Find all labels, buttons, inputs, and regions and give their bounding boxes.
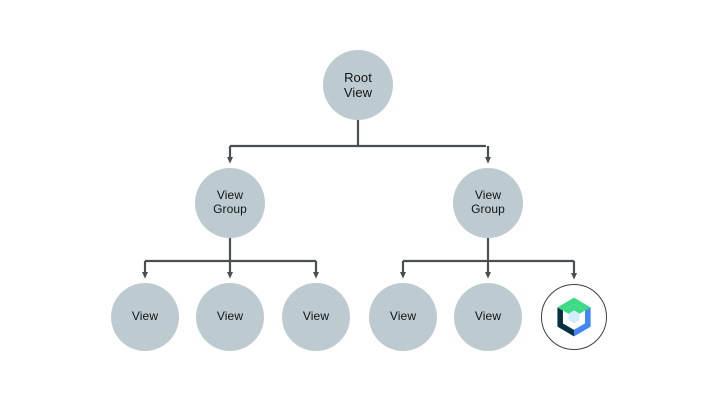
node-view-2-label: View: [216, 309, 244, 324]
node-view-group-left[interactable]: View Group: [195, 168, 265, 238]
node-view-3-label: View: [302, 309, 330, 324]
node-root-view[interactable]: Root View: [323, 50, 393, 120]
node-view-group-right[interactable]: View Group: [453, 168, 523, 238]
node-view-4[interactable]: View: [369, 283, 437, 351]
jetpack-compose-logo-icon: [551, 294, 597, 340]
node-view-group-left-label: View Group: [213, 188, 247, 216]
node-view-5-label: View: [474, 309, 502, 324]
node-view-1-label: View: [131, 309, 159, 324]
node-view-2[interactable]: View: [196, 283, 264, 351]
node-view-group-right-label: View Group: [471, 188, 505, 216]
node-view-1[interactable]: View: [111, 283, 179, 351]
node-view-3[interactable]: View: [282, 283, 350, 351]
node-compose-view[interactable]: [541, 284, 607, 350]
node-view-4-label: View: [389, 309, 417, 324]
node-view-5[interactable]: View: [454, 283, 522, 351]
node-root-view-label: Root View: [343, 69, 373, 100]
